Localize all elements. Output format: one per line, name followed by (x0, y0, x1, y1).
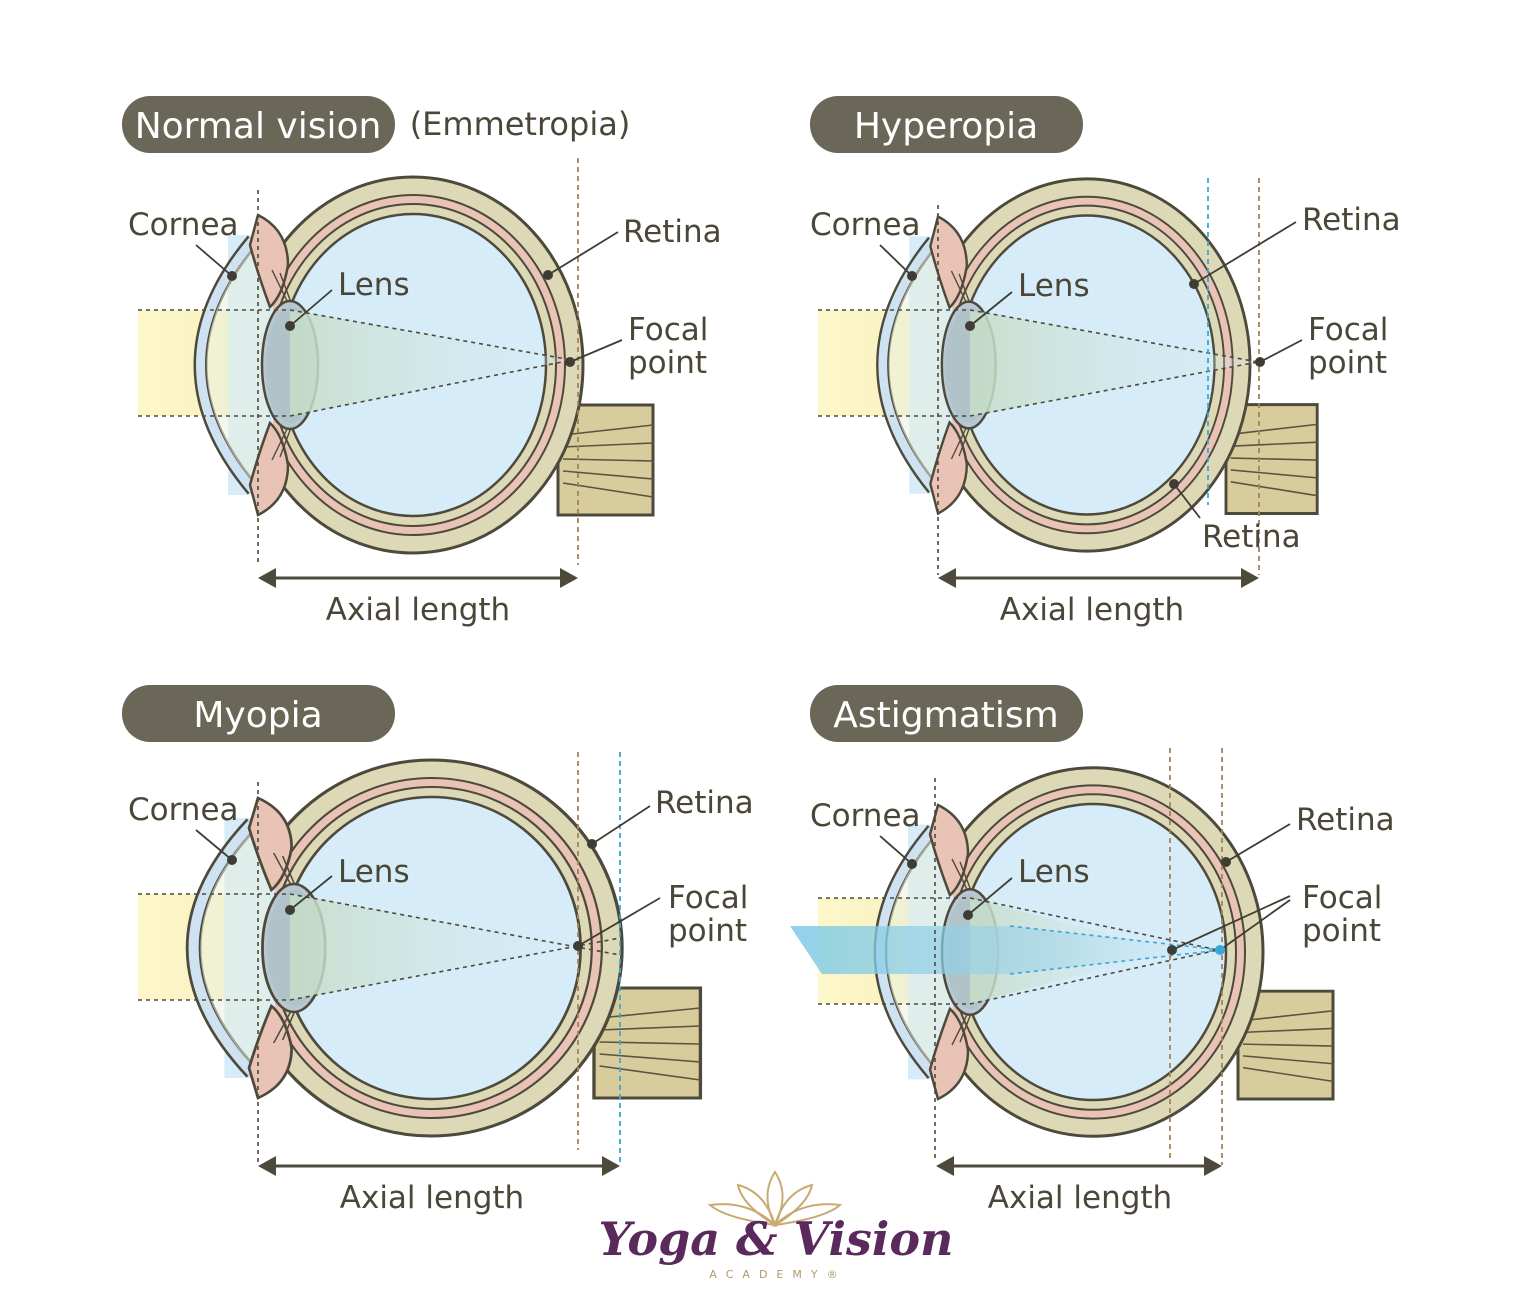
brand-logo: Yoga & Vision ACADEMY® (599, 1170, 954, 1281)
brand-name: Yoga & Vision (599, 1212, 954, 1266)
cornea-marker (227, 855, 237, 865)
panel-myopia: Myopia Cornea Lens Retina Focal point Ax (122, 685, 754, 1216)
panel-title: Myopia (193, 695, 322, 736)
focal-label-line1: Focal (1308, 312, 1388, 348)
focal-label-line1: Focal (628, 312, 708, 348)
retina-label-lower: Retina (1202, 519, 1301, 555)
axial-length-arrow (258, 1156, 620, 1176)
panel-title: Astigmatism (833, 695, 1058, 736)
retina-marker-lower (1169, 479, 1179, 489)
axial-length-label: Axial length (1000, 592, 1184, 628)
axial-length-arrow (258, 568, 578, 588)
retina-label: Retina (623, 214, 722, 250)
lens-label: Lens (338, 854, 410, 890)
retina-marker (543, 270, 553, 280)
lens-marker (285, 321, 295, 331)
light-cone (970, 310, 1258, 416)
brand-sub: ACADEMY® (709, 1268, 846, 1281)
axial-length-arrow (936, 1156, 1222, 1176)
focal-label-line2: point (628, 345, 707, 381)
focal-label-line2: point (668, 913, 747, 949)
panel-title: Hyperopia (854, 106, 1038, 147)
light-cone (290, 310, 572, 416)
focal-label-line2: point (1308, 345, 1387, 381)
cornea-label: Cornea (810, 207, 921, 243)
lens-marker (285, 905, 295, 915)
focal-point-marker (573, 941, 583, 951)
retina-label: Retina (1296, 802, 1395, 838)
retina-label: Retina (1302, 202, 1401, 238)
axial-length-arrow (938, 568, 1259, 588)
focal-label-line1: Focal (668, 880, 748, 916)
cornea-label: Cornea (128, 207, 239, 243)
retina-marker (587, 839, 597, 849)
retina-marker (1189, 279, 1199, 289)
panel-astigmatism: Astigmatism Cornea Lens Retina Focal poi… (790, 685, 1395, 1216)
lens-marker (963, 910, 973, 920)
axial-length-label: Axial length (988, 1180, 1172, 1216)
cornea-label: Cornea (128, 792, 239, 828)
title-pill (810, 96, 1083, 153)
cornea-label: Cornea (810, 798, 921, 834)
title-pill (810, 685, 1083, 742)
lens-marker (965, 321, 975, 331)
cornea-marker (907, 859, 917, 869)
cornea-marker (227, 271, 237, 281)
lotus-icon (707, 1170, 843, 1228)
panel-hyperopia: Hyperopia Cornea Lens Retina Focal point… (810, 96, 1401, 628)
retina-marker (1221, 857, 1231, 867)
title-pill (122, 96, 395, 153)
title-pill (122, 685, 395, 742)
focal-point-marker (1167, 945, 1177, 955)
focal-label-line1: Focal (1302, 880, 1382, 916)
panel-normal-vision: Normal vision (Emmetropia) Cornea Lens R… (122, 96, 722, 628)
lens-label: Lens (1018, 268, 1090, 304)
cornea-marker (907, 271, 917, 281)
focal-point-marker-secondary (1215, 945, 1225, 955)
panel-title: Normal vision (135, 106, 382, 147)
panel-subtitle: (Emmetropia) (410, 105, 631, 143)
axial-length-label: Axial length (340, 1180, 524, 1216)
focal-point-marker (1255, 357, 1265, 367)
lens-label: Lens (1018, 854, 1090, 890)
lens-label: Lens (338, 267, 410, 303)
astigmatic-beam (790, 926, 1220, 974)
axial-length-label: Axial length (326, 592, 510, 628)
retina-label: Retina (655, 785, 754, 821)
focal-point-marker (565, 357, 575, 367)
focal-label-line2: point (1302, 913, 1381, 949)
light-cone (290, 894, 578, 1000)
